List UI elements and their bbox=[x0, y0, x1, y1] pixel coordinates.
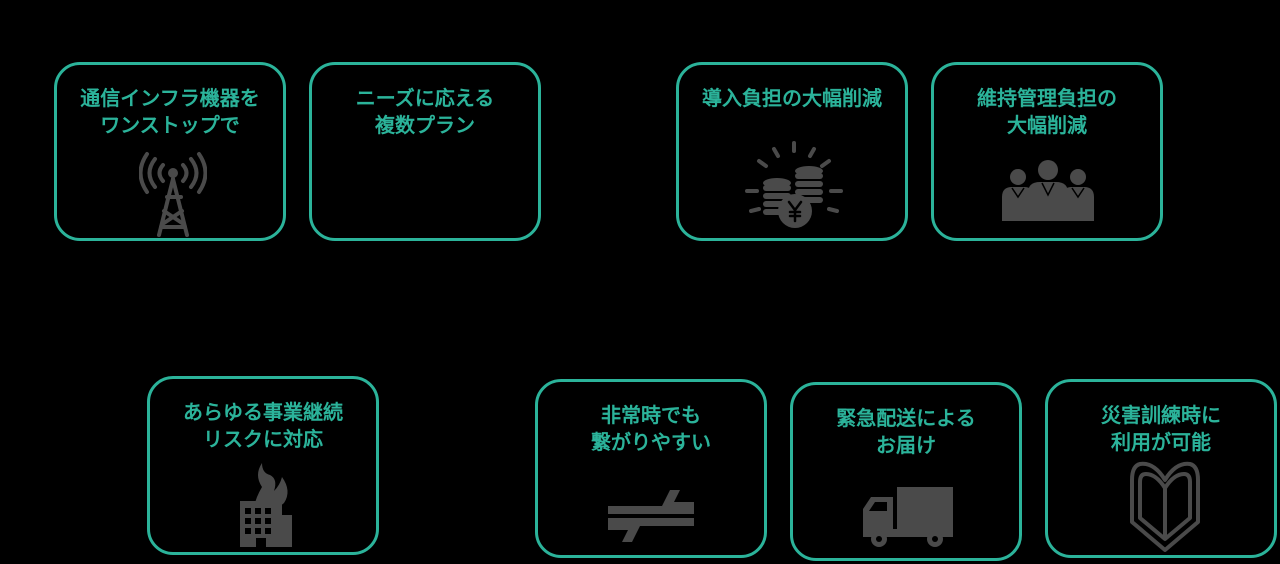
card-label: 通信インフラ機器を ワンストップで bbox=[80, 86, 260, 137]
antenna-icon bbox=[139, 151, 207, 237]
delivery-truck-icon bbox=[859, 485, 955, 549]
card-disaster-drill-use: 災害訓練時に 利用が可能 bbox=[1045, 379, 1277, 558]
card-business-continuity-risk: あらゆる事業継続 リスクに対応 bbox=[147, 376, 379, 555]
card-label: ニーズに応える 複数プラン bbox=[355, 86, 495, 137]
card-easy-connection-emergency: 非常時でも 繋がりやすい bbox=[535, 379, 767, 558]
card-emergency-delivery: 緊急配送による お届け bbox=[790, 382, 1022, 561]
card-label: 非常時でも 繋がりやすい bbox=[591, 403, 711, 454]
people-group-icon bbox=[1000, 159, 1096, 221]
card-multiple-plans: ニーズに応える 複数プラン bbox=[309, 62, 541, 241]
card-reduce-introduction-burden: 導入負担の大幅削減 bbox=[676, 62, 908, 241]
card-label: 災害訓練時に 利用が可能 bbox=[1101, 403, 1221, 454]
exchange-arrows-icon bbox=[604, 482, 698, 544]
card-label: 緊急配送による お届け bbox=[836, 406, 976, 457]
beginner-mark-icon bbox=[1130, 456, 1200, 552]
card-label: 維持管理負担の 大幅削減 bbox=[977, 86, 1117, 137]
card-one-stop-infrastructure: 通信インフラ機器を ワンストップで bbox=[54, 62, 286, 241]
card-label: 導入負担の大幅削減 bbox=[702, 86, 882, 110]
card-reduce-maintenance-burden: 維持管理負担の 大幅削減 bbox=[931, 62, 1163, 241]
yen-coins-icon bbox=[739, 139, 849, 231]
burning-building-icon bbox=[232, 461, 296, 547]
card-label: あらゆる事業継続 リスクに対応 bbox=[183, 400, 343, 451]
